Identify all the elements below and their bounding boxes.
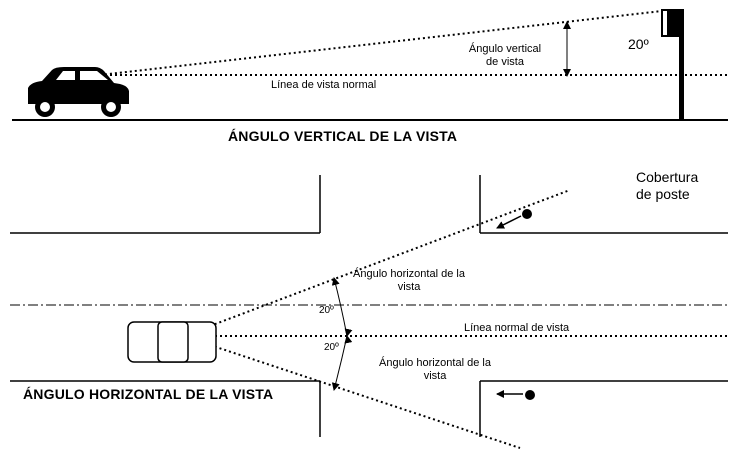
upper-angle-value: 20º [319,305,334,316]
normal-sight-label: Línea normal de vista [464,322,570,334]
upper-sight-line [209,189,571,327]
horizontal-angle-diagram [10,175,728,449]
car-top-view-icon [127,321,217,363]
upper-horizontal-angle-label: Ángulo horizontal de la vista [353,268,465,294]
vertical-angle-title: ÁNGULO VERTICAL DE LA VISTA [228,128,458,144]
pole-marker-icon [496,209,532,229]
pole-marker-icon [496,390,535,400]
lower-angle-value: 20º [324,342,339,353]
lower-angle-arrow [331,328,353,391]
lower-horizontal-angle-label: Ángulo horizontal de la vista [379,357,491,383]
car-icon [28,67,129,117]
normal-sight-label: Línea de vista normal [271,79,377,91]
pole-icon [661,9,684,121]
vertical-angle-value: 20º [628,36,649,52]
vertical-angle-label: Ángulo vertical de vista [468,43,542,69]
horizontal-angle-title: ÁNGULO HORIZONTAL DE LA VISTA [23,386,274,402]
upward-sight-line [99,10,663,76]
vertical-angle-diagram [12,9,728,121]
pole-coverage-label: Cobertura de poste [636,169,699,202]
